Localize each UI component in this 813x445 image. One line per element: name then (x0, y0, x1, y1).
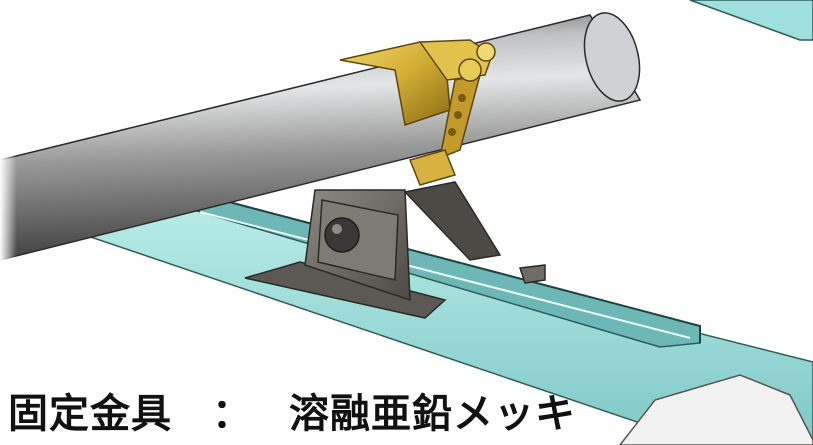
caption-label: 固定金具 (8, 391, 172, 437)
caption-value: 溶融亜鉛メッキ (289, 391, 576, 437)
roof-panel-upper (689, 0, 813, 41)
caption: 固定金具 ： 溶融亜鉛メッキ (8, 388, 576, 440)
caption-separator: ： (212, 391, 253, 437)
clamp-icon (339, 39, 496, 186)
bracket-icon (244, 181, 546, 319)
